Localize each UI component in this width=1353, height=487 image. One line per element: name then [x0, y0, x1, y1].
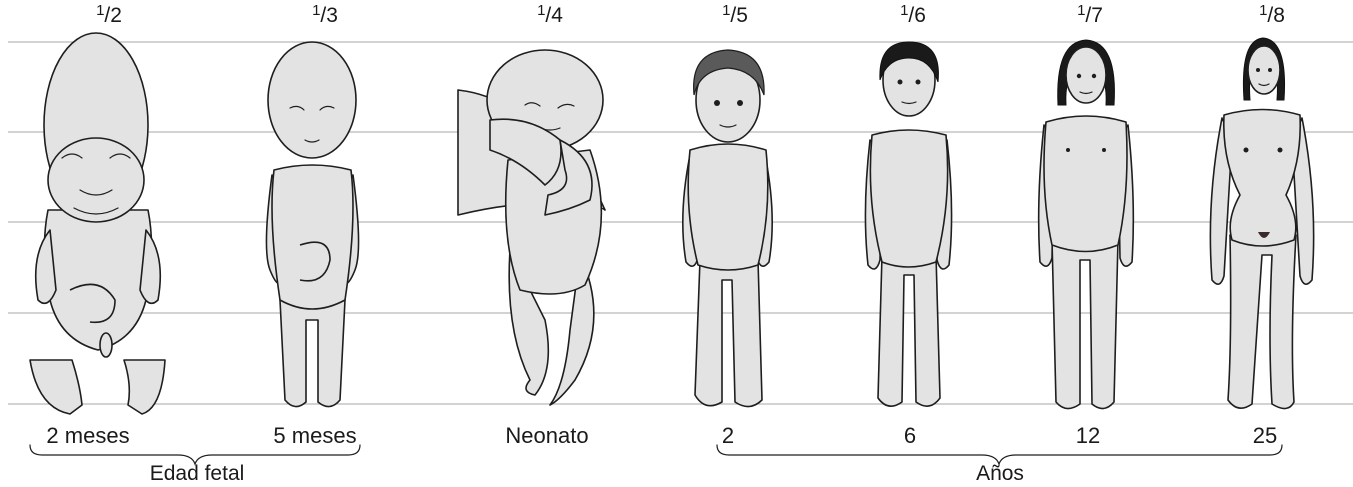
figure-child-2-years — [683, 50, 772, 407]
ratio-denominator: 2 — [110, 4, 122, 27]
group-label-fetal-age: Edad fetal — [150, 462, 245, 486]
ratio-numerator: 1 — [1077, 2, 1085, 19]
age-label-2-years: 2 — [722, 423, 734, 449]
figure-child-6-years — [865, 42, 951, 406]
head-ratio-label: 1/6 — [900, 4, 926, 28]
ratio-numerator: 1 — [537, 2, 545, 19]
head-ratio-label: 1/5 — [722, 4, 748, 28]
age-label-25-years: 25 — [1253, 423, 1277, 449]
ratio-numerator: 1 — [900, 2, 908, 19]
head-ratio-label: 1/4 — [537, 4, 563, 28]
head-ratio-label: 1/3 — [312, 4, 338, 28]
ratio-numerator: 1 — [722, 2, 730, 19]
figure-fetus-5-months — [266, 42, 358, 407]
age-label-12-years: 12 — [1076, 423, 1100, 449]
figure-adult-25-years — [1210, 38, 1313, 409]
ratio-denominator: 4 — [551, 4, 563, 27]
ratio-numerator: 1 — [1259, 2, 1267, 19]
head-ratio-label: 1/2 — [96, 4, 122, 28]
age-label-neonate: Neonato — [505, 423, 588, 449]
age-label-5-months: 5 meses — [273, 423, 356, 449]
group-label-years: Años — [976, 462, 1024, 486]
ratio-denominator: 6 — [914, 4, 926, 27]
age-label-2-months: 2 meses — [46, 423, 129, 449]
ratio-denominator: 5 — [736, 4, 748, 27]
figure-adolescent-12-years — [1039, 40, 1134, 409]
head-ratio-label: 1/8 — [1259, 4, 1285, 28]
ratio-denominator: 3 — [326, 4, 338, 27]
figure-neonate — [458, 50, 605, 405]
ratio-numerator: 1 — [312, 2, 320, 19]
figure-fetus-2-months — [30, 33, 165, 414]
age-label-6-years: 6 — [904, 423, 916, 449]
head-ratio-label: 1/7 — [1077, 4, 1103, 28]
ratio-numerator: 1 — [96, 2, 104, 19]
ratio-denominator: 8 — [1273, 4, 1285, 27]
ratio-denominator: 7 — [1091, 4, 1103, 27]
guide-lines — [8, 42, 1353, 404]
